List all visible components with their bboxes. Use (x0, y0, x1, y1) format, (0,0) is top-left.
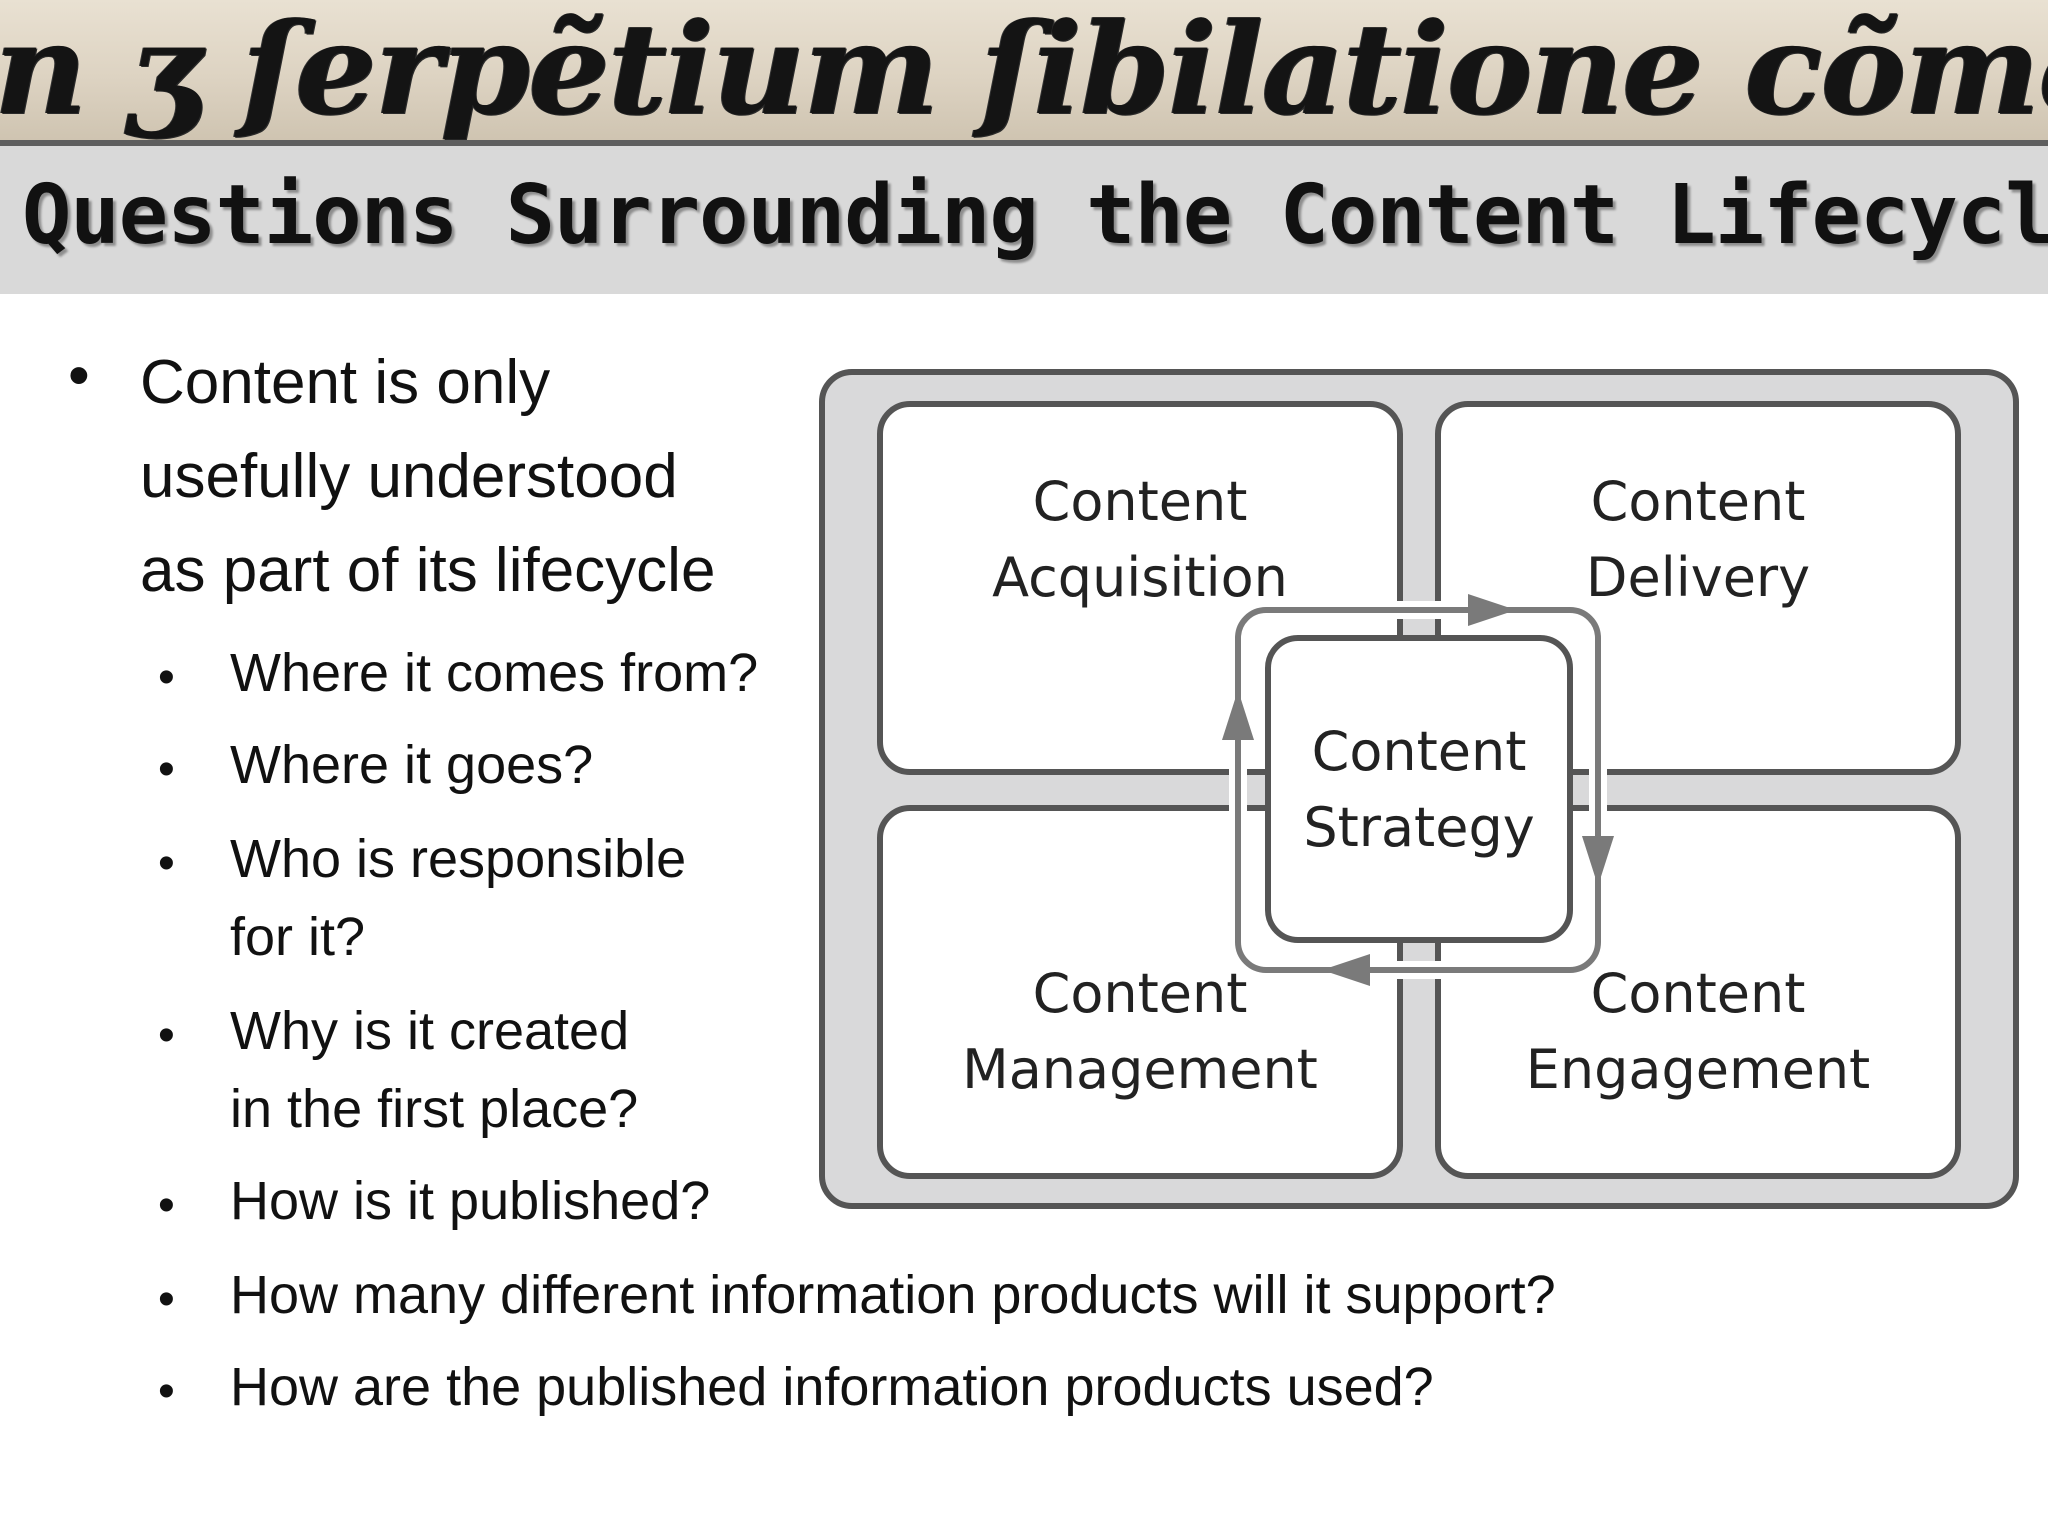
strategy-label-line1: Content (1312, 720, 1527, 783)
sub-bullet-marker: • (158, 1365, 175, 1418)
main-bullet-line: Content is only (140, 348, 551, 417)
cycle-arrow-left-icon (1322, 954, 1370, 986)
management-label-line2: Management (962, 1038, 1318, 1101)
main-bullet-line: as part of its lifecycle (140, 536, 716, 605)
title-bar: Questions Surrounding the Content Lifecy… (0, 146, 2048, 294)
cycle-arrow-down-icon (1582, 836, 1614, 886)
sub-bullet-item: How many different information products … (230, 1256, 1556, 1334)
sub-bullet-item: Who is responsible for it? (230, 820, 686, 976)
sub-bullet-line: Where it goes? (230, 735, 594, 795)
delivery-label-line1: Content (1591, 470, 1806, 533)
banner-divider (0, 140, 2048, 146)
manuscript-banner-image: n ʒ ſerpẽtium ſibilatione cõmori- (0, 0, 2048, 140)
sub-bullet-line: for it? (230, 907, 366, 967)
sub-bullet-item: Where it goes? (230, 726, 593, 804)
sub-bullet-marker: • (158, 743, 175, 796)
sub-bullet-marker: • (158, 837, 175, 890)
sub-bullet-line: How many different information products … (230, 1265, 1556, 1325)
sub-bullet-line: How is it published? (230, 1171, 711, 1231)
sub-bullet-marker: • (158, 1273, 175, 1326)
delivery-label-line2: Delivery (1586, 546, 1810, 609)
manuscript-banner-text: n ʒ ſerpẽtium ſibilatione cõmori- (0, 0, 2048, 140)
strategy-box (1265, 635, 1573, 943)
management-label-line1: Content (1033, 962, 1248, 1025)
engagement-label-line1: Content (1591, 962, 1806, 1025)
sub-bullet-line: Who is responsible (230, 829, 687, 889)
sub-bullet-item: Where it comes from? (230, 634, 758, 712)
bullet-marker: • (68, 341, 90, 410)
main-bullet: Content is only usefully understood as p… (140, 336, 800, 618)
cycle-arrow-right-icon (1468, 594, 1516, 626)
sub-bullet-item: How is it published? (230, 1162, 710, 1240)
sub-bullet-marker: • (158, 1009, 175, 1062)
sub-bullet-line: in the first place? (230, 1079, 639, 1139)
sub-bullet-line: How are the published information produc… (230, 1357, 1434, 1417)
sub-bullet-line: Why is it created (230, 1001, 630, 1061)
main-bullet-line: usefully understood (140, 442, 678, 511)
sub-bullet-item: Why is it created in the first place? (230, 992, 638, 1148)
acquisition-label-line2: Acquisition (992, 546, 1288, 609)
slide-title: Questions Surrounding the Content Lifecy… (22, 168, 2048, 263)
engagement-label-line2: Engagement (1526, 1038, 1870, 1101)
sub-bullet-item: How are the published information produc… (230, 1348, 1434, 1426)
cycle-ring (1235, 607, 1601, 973)
cycle-arrow-up-icon (1222, 690, 1254, 740)
strategy-label-line2: Strategy (1303, 796, 1534, 859)
sub-bullet-marker: • (158, 651, 175, 704)
acquisition-label-line1: Content (1033, 470, 1248, 533)
sub-bullet-line: Where it comes from? (230, 643, 759, 703)
sub-bullet-marker: • (158, 1179, 175, 1232)
